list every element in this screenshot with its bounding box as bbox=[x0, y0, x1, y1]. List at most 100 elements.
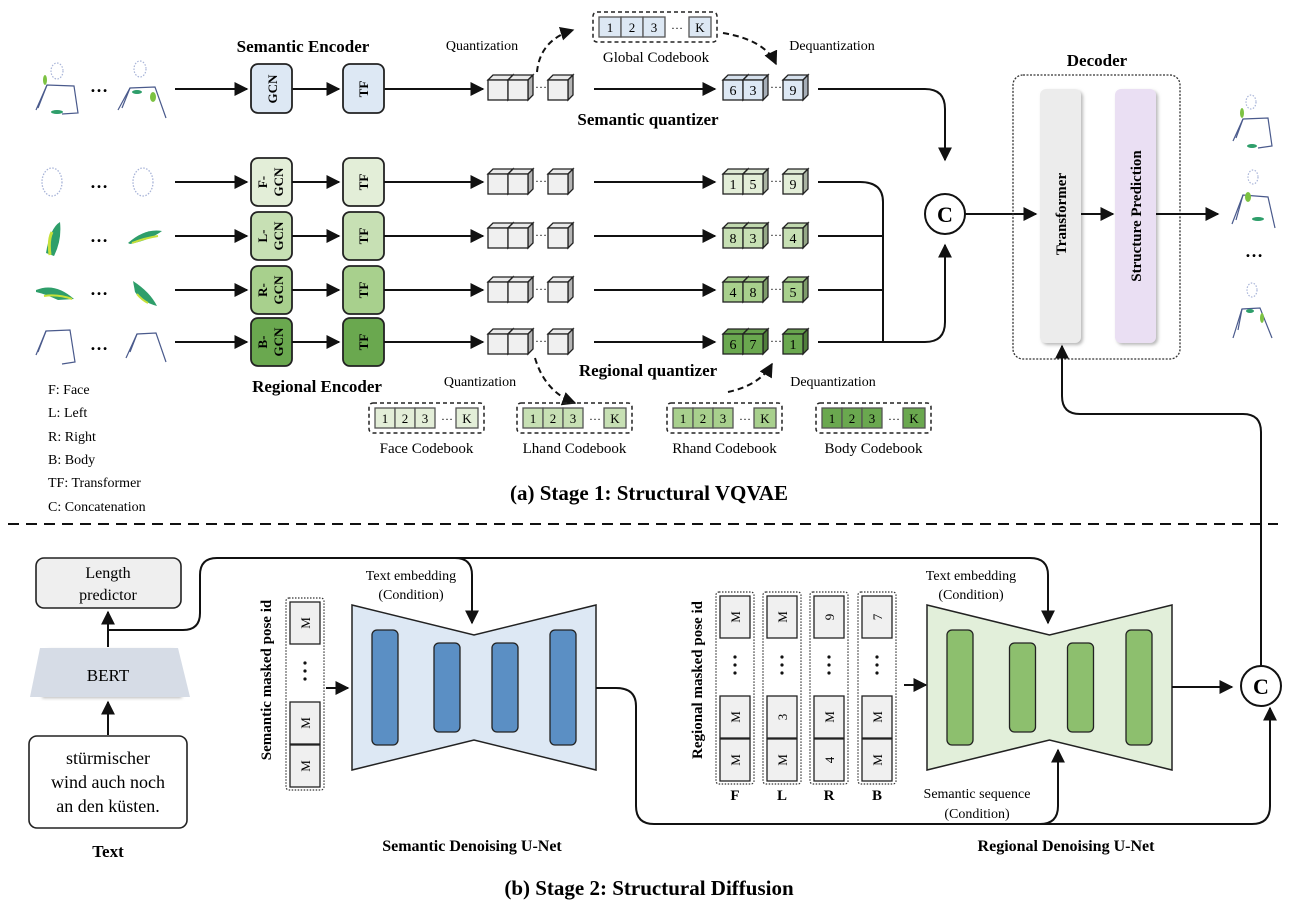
masked-token bbox=[813, 738, 845, 782]
masked-token bbox=[289, 601, 321, 645]
ellipsis: … bbox=[90, 279, 108, 299]
bert-block: BERT bbox=[30, 648, 190, 697]
ellipsis: … bbox=[535, 331, 547, 345]
masked-token bbox=[813, 595, 845, 639]
ellipsis: … bbox=[770, 331, 782, 345]
ellipsis: … bbox=[535, 171, 547, 185]
semantic-unet-label: Semantic Denoising U-Net bbox=[382, 838, 562, 855]
concat-symbol: C bbox=[937, 202, 953, 227]
text-input-box: stürmischer wind auch noch an den küsten… bbox=[28, 735, 188, 829]
token-value: M bbox=[870, 754, 885, 766]
token-value: 6 bbox=[730, 338, 737, 353]
unet-layer-block bbox=[491, 642, 519, 733]
decoder-structure-prediction-block: Structure Prediction bbox=[1115, 89, 1156, 343]
gcn-label: GCN bbox=[271, 275, 286, 305]
ellipsis: … bbox=[770, 171, 782, 185]
token-value: 8 bbox=[730, 232, 737, 247]
codebook-cell bbox=[603, 407, 627, 429]
ellipsis-dot bbox=[827, 663, 831, 667]
token-value: 4 bbox=[822, 756, 837, 763]
ellipsis: … bbox=[535, 279, 547, 293]
token-column: MMM bbox=[715, 591, 755, 785]
token-value: M bbox=[775, 611, 790, 623]
token-value: M bbox=[298, 617, 313, 629]
token-value: 4 bbox=[730, 286, 737, 301]
ellipsis-dot bbox=[733, 655, 737, 659]
ellipsis-dot bbox=[303, 669, 307, 673]
token-cube: 3 bbox=[741, 221, 770, 250]
codebook-cell-value: K bbox=[760, 411, 770, 426]
unet-layer-block bbox=[549, 629, 577, 746]
codebook-cell-value: 1 bbox=[829, 411, 836, 426]
token-cube bbox=[506, 327, 535, 356]
ellipsis: … bbox=[888, 409, 900, 423]
ellipsis: … bbox=[770, 77, 782, 91]
legend-item: B: Body bbox=[48, 453, 95, 468]
dequantization-label: Dequantization bbox=[789, 39, 875, 54]
length-predictor-label: predictor bbox=[79, 587, 137, 604]
gcn-label: L- bbox=[255, 230, 270, 243]
token-value: 9 bbox=[790, 84, 797, 99]
masked-token bbox=[766, 695, 798, 739]
gcn-label: GCN bbox=[271, 221, 286, 251]
token-value: M bbox=[822, 711, 837, 723]
masked-token bbox=[861, 595, 893, 639]
ellipsis: … bbox=[90, 226, 108, 246]
ellipsis-dot bbox=[780, 655, 784, 659]
region-column-label: R bbox=[824, 788, 835, 804]
token-value: 9 bbox=[790, 178, 797, 193]
ellipsis: … bbox=[1245, 241, 1263, 261]
token-value: M bbox=[728, 754, 743, 766]
ellipsis: … bbox=[770, 225, 782, 239]
codebook-cell bbox=[455, 407, 479, 429]
codebook-label: Lhand Codebook bbox=[523, 441, 627, 457]
token-value: 5 bbox=[790, 286, 797, 301]
codebook-cell-value: 1 bbox=[530, 411, 537, 426]
token-value: M bbox=[870, 711, 885, 723]
ellipsis-dot bbox=[780, 663, 784, 667]
unet-layer-block bbox=[1008, 642, 1037, 733]
tf-label: TF bbox=[356, 282, 371, 299]
ellipsis: … bbox=[90, 172, 108, 192]
legend: F: Face L: Left R: Right B: Body TF: Tra… bbox=[48, 383, 146, 515]
token-value: 1 bbox=[790, 338, 797, 353]
codebook-cell-value: 2 bbox=[629, 20, 636, 35]
rhand-thumbnails bbox=[36, 281, 157, 306]
codebook-cell bbox=[753, 407, 777, 429]
token-cube: 9 bbox=[781, 73, 810, 102]
codebook-cell-value: 3 bbox=[651, 20, 658, 35]
masked-token bbox=[861, 695, 893, 739]
regional-masked-pose-label: Regional masked pose id bbox=[690, 600, 706, 759]
codebook-cell-value: 2 bbox=[849, 411, 856, 426]
quantization-label: Quantization bbox=[446, 39, 518, 54]
ellipsis-dot bbox=[875, 671, 879, 675]
ellipsis: … bbox=[535, 225, 547, 239]
token-value: M bbox=[298, 717, 313, 729]
unet-layer-block bbox=[433, 642, 461, 733]
regional-denoising-unet bbox=[926, 604, 1173, 771]
token-cube: 8 bbox=[741, 275, 770, 304]
text-label: Text bbox=[92, 842, 124, 861]
token-cube bbox=[546, 327, 575, 356]
ellipsis-dot bbox=[875, 655, 879, 659]
token-cube: 9 bbox=[781, 167, 810, 196]
codebook-cell-value: 1 bbox=[607, 20, 614, 35]
token-cube bbox=[546, 167, 575, 196]
tf-label: TF bbox=[356, 81, 371, 98]
masked-token bbox=[813, 695, 845, 739]
semantic-sequence-label: Semantic sequence bbox=[924, 787, 1031, 802]
ellipsis-dot bbox=[875, 663, 879, 667]
token-cube: 5 bbox=[781, 275, 810, 304]
semantic-quantizer-title: Semantic quantizer bbox=[577, 110, 719, 129]
pose-thumbnail-full bbox=[35, 60, 167, 119]
token-value: 6 bbox=[730, 84, 737, 99]
token-value: 5 bbox=[750, 178, 757, 193]
text-embedding-label: Text embedding bbox=[926, 569, 1016, 584]
token-column: M3M bbox=[762, 591, 802, 785]
ellipsis-dot bbox=[733, 663, 737, 667]
